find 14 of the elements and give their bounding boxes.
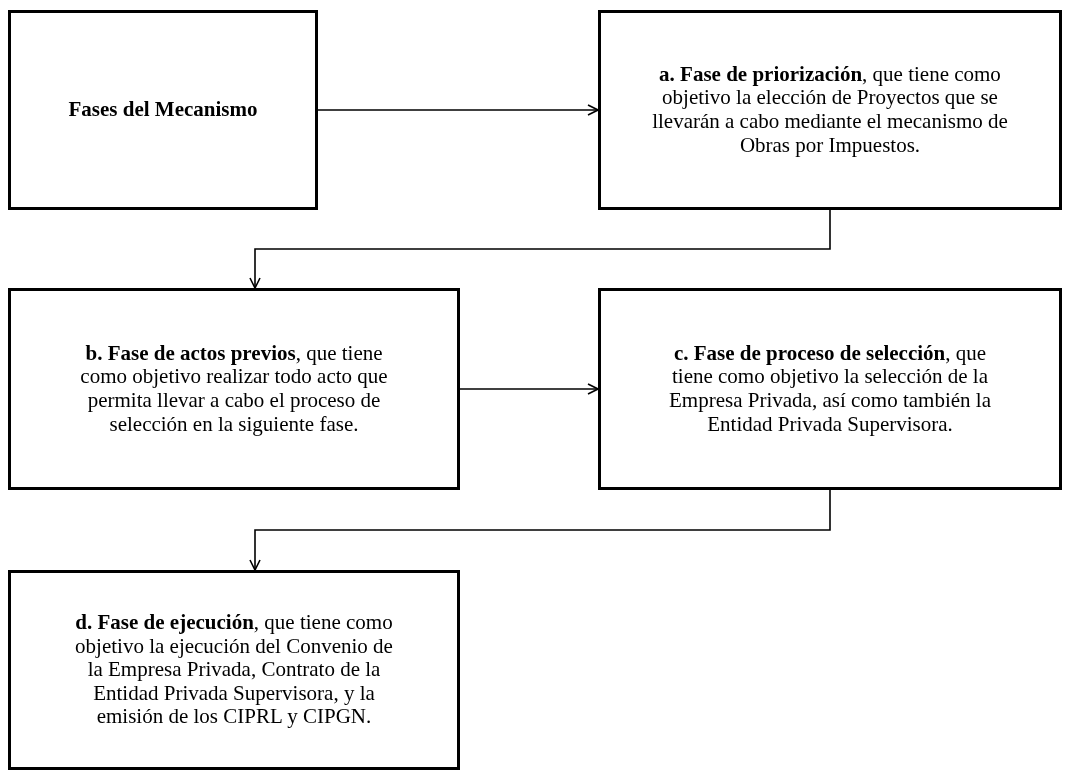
box-text: c. Fase de proceso de selección, que tiene como objetivo la selección de la Empresa Privada, así como también la Entidad Privada Supervisora. xyxy=(668,341,992,437)
arrow xyxy=(317,104,599,116)
process-box xyxy=(598,10,1062,210)
arrow xyxy=(249,489,831,571)
arrow xyxy=(249,209,831,289)
process-box xyxy=(598,288,1062,490)
process-box xyxy=(8,570,460,770)
box-text: a. Fase de priorización, que tiene como objetivo la elección de Proyectos que se llevarán a cabo mediante el mecanismo de Obras por Impuestos. xyxy=(651,62,1009,158)
process-box xyxy=(8,10,318,210)
arrow xyxy=(459,383,599,395)
box-text: b. Fase de actos previos, que tiene como objetivo realizar todo acto que permita llevar a cabo el proceso de selección en la siguiente fase. xyxy=(79,341,389,437)
box-text: Fases del Mecanismo xyxy=(68,98,258,122)
box-text: d. Fase de ejecución, que tiene como objetivo la ejecución del Convenio de la Empresa Privada, Contrato de la Entidad Privada Supervisora, y la emisión de los CIPRL y CIPGN. xyxy=(74,611,394,729)
process-box xyxy=(8,288,460,490)
